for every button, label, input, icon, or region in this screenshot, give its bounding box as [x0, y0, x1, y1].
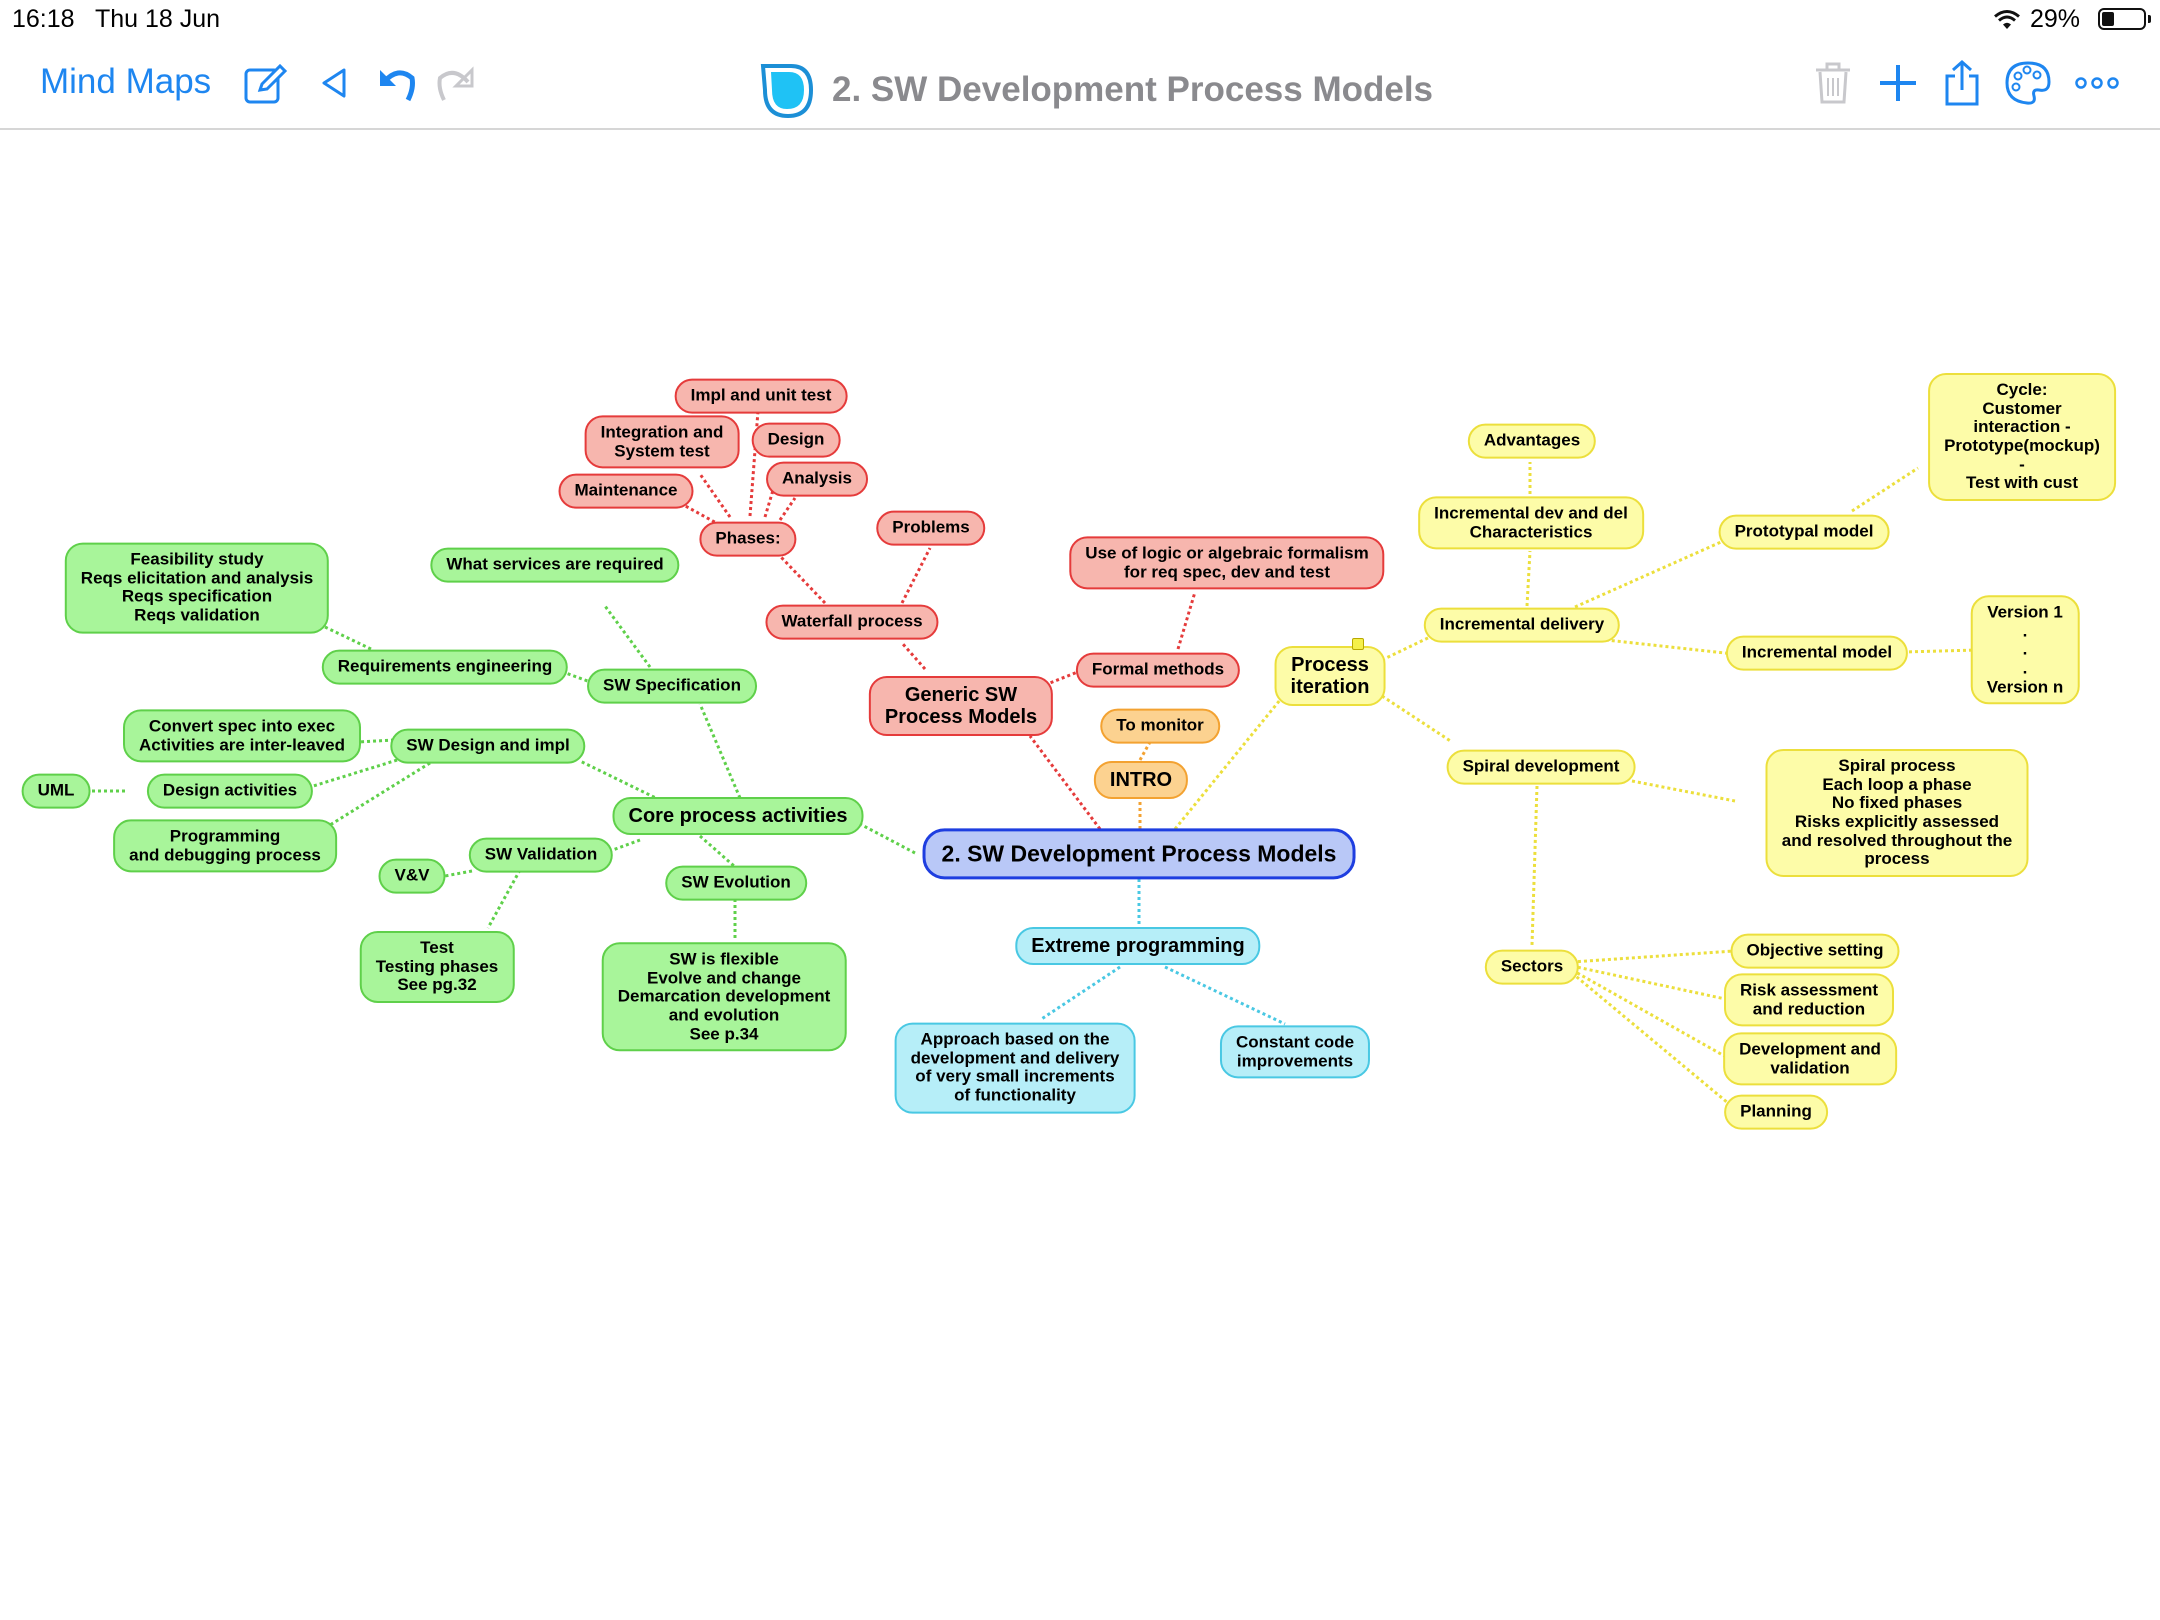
risk-assessment-node[interactable]: Risk assessment and reduction	[1724, 973, 1894, 1027]
formal-methods-node[interactable]: Formal methods	[1075, 652, 1241, 688]
problems-node[interactable]: Problems	[876, 510, 986, 546]
to-monitor-node[interactable]: To monitor	[1100, 708, 1220, 744]
design-activities-node[interactable]: Design activities	[146, 773, 314, 809]
battery-percent: 29%	[2029, 5, 2080, 33]
intro-node[interactable]: INTRO	[1093, 761, 1189, 799]
phases-node[interactable]: Phases:	[699, 521, 797, 557]
constant-code-improvements-node[interactable]: Constant code improvements	[1219, 1025, 1371, 1079]
advantages-node[interactable]: Advantages	[1467, 423, 1597, 459]
trash-icon[interactable]	[1808, 58, 1858, 108]
wifi-icon	[1994, 10, 2020, 29]
incremental-delivery-node[interactable]: Incremental delivery	[1423, 607, 1621, 643]
incremental-model-node[interactable]: Incremental model	[1725, 635, 1909, 671]
prototypal-model-node[interactable]: Prototypal model	[1718, 514, 1890, 550]
process-iteration-node[interactable]: Process iteration	[1274, 646, 1386, 706]
test-node[interactable]: Test Testing phases See pg.32	[359, 930, 515, 1004]
core-process-activities-node[interactable]: Core process activities	[612, 797, 864, 835]
xp-approach-node[interactable]: Approach based on the development and de…	[894, 1022, 1136, 1114]
development-validation-node[interactable]: Development and validation	[1723, 1032, 1897, 1086]
toolbar: Mind Maps 2. SW Development Process Mode…	[0, 40, 2160, 130]
palette-icon[interactable]	[2003, 58, 2053, 108]
formal-methods-description-node[interactable]: Use of logic or algebraic formalism for …	[1069, 536, 1385, 590]
spiral-development-node[interactable]: Spiral development	[1446, 749, 1636, 785]
spiral-process-node[interactable]: Spiral process Each loop a phase No fixe…	[1765, 748, 2029, 878]
add-icon[interactable]	[1873, 58, 1923, 108]
vv-node[interactable]: V&V	[378, 858, 446, 894]
status-bar: 16:18 Thu 18 Jun 29%	[0, 0, 2160, 40]
design-node[interactable]: Design	[751, 422, 841, 458]
document-icon	[760, 64, 814, 119]
requirements-engineering-node[interactable]: Requirements engineering	[321, 649, 569, 685]
generic-process-models-node[interactable]: Generic SW Process Models	[868, 676, 1054, 736]
sw-flexible-node[interactable]: SW is flexible Evolve and change Demarca…	[601, 942, 847, 1052]
battery-icon	[2098, 8, 2151, 30]
waterfall-process-node[interactable]: Waterfall process	[765, 604, 939, 640]
document-title[interactable]: 2. SW Development Process Models	[758, 60, 1433, 120]
status-date: Thu 18 Jun	[95, 5, 221, 33]
objective-setting-node[interactable]: Objective setting	[1730, 933, 1900, 969]
what-services-node[interactable]: What services are required	[430, 547, 680, 583]
versions-node[interactable]: Version 1 . . . Version n	[1970, 595, 2080, 705]
undo-icon[interactable]	[370, 58, 420, 108]
incremental-dev-del-node[interactable]: Incremental dev and del Characteristics	[1418, 496, 1644, 550]
uml-node[interactable]: UML	[21, 773, 91, 809]
document-title-text: 2. SW Development Process Models	[832, 70, 1434, 109]
more-icon[interactable]	[2072, 58, 2122, 108]
sw-specification-node[interactable]: SW Specification	[587, 668, 757, 704]
feasibility-study-node[interactable]: Feasibility study Reqs elicitation and a…	[64, 542, 330, 634]
status-time: 16:18	[12, 5, 75, 33]
back-button[interactable]: Mind Maps	[40, 62, 212, 101]
central-node[interactable]: 2. SW Development Process Models	[922, 828, 1356, 880]
sw-evolution-node[interactable]: SW Evolution	[665, 865, 807, 901]
sw-validation-node[interactable]: SW Validation	[468, 837, 614, 873]
impl-unit-test-node[interactable]: Impl and unit test	[674, 378, 848, 414]
integration-system-test-node[interactable]: Integration and System test	[584, 415, 740, 469]
convert-spec-node[interactable]: Convert spec into exec Activities are in…	[123, 709, 361, 763]
share-icon[interactable]	[1937, 58, 1987, 108]
sw-design-impl-node[interactable]: SW Design and impl	[390, 728, 586, 764]
prototype-cycle-node[interactable]: Cycle: Customer interaction - Prototype(…	[1928, 372, 2116, 502]
edit-icon[interactable]	[240, 58, 290, 108]
analysis-node[interactable]: Analysis	[766, 461, 868, 497]
programming-node[interactable]: Programming and debugging process	[113, 819, 337, 873]
sectors-node[interactable]: Sectors	[1484, 949, 1580, 985]
maintenance-node[interactable]: Maintenance	[558, 473, 694, 509]
extreme-programming-node[interactable]: Extreme programming	[1015, 927, 1261, 965]
note-marker-icon[interactable]	[1352, 638, 1364, 650]
redo-icon[interactable]	[432, 58, 482, 108]
planning-node[interactable]: Planning	[1724, 1094, 1828, 1130]
navigate-back-icon[interactable]	[308, 58, 358, 108]
